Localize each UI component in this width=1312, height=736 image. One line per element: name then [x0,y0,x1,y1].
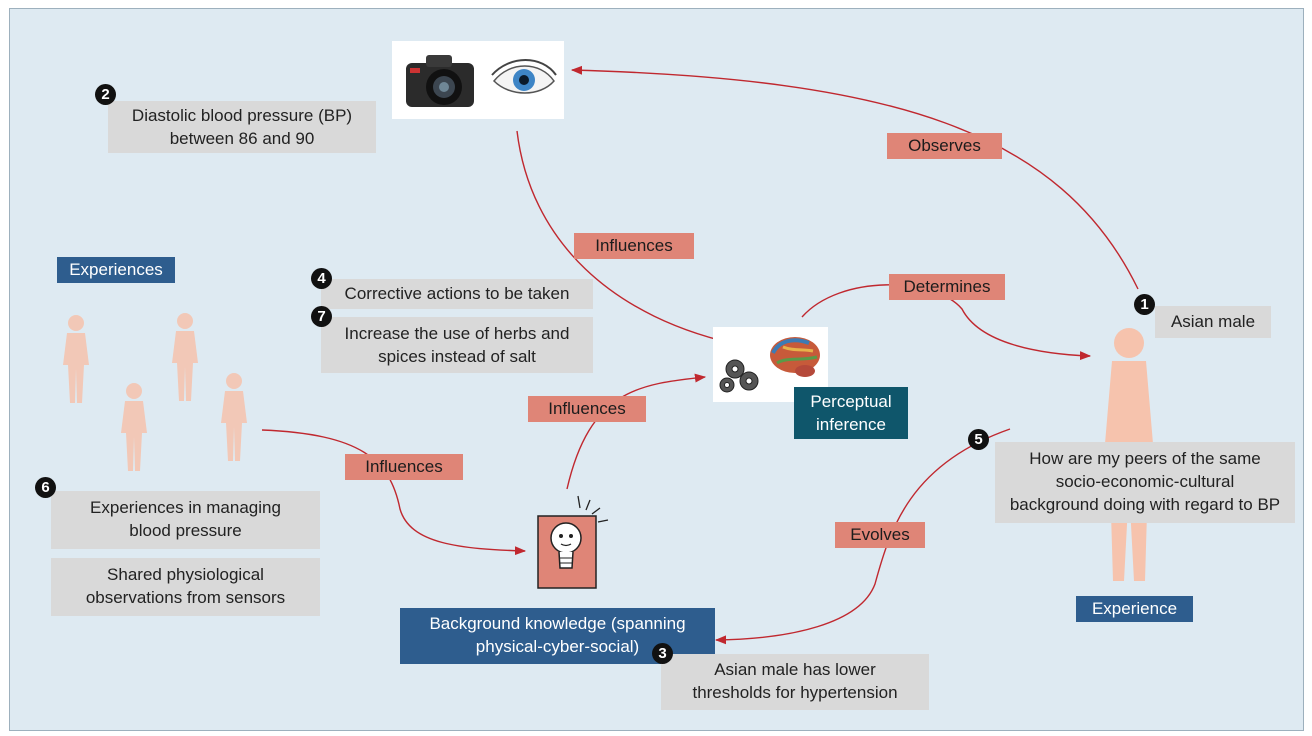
edge-label-influences-mid: Influences [528,396,646,422]
annotation-thresholds-line-2: thresholds for hypertension [692,683,898,702]
annotation-peers-line-2: socio-economic-cultural [1055,472,1235,491]
arrow-influences-top [516,130,747,349]
edge-label-influences-left: Influences [345,454,463,480]
edge-label-evolves: Evolves [835,522,925,548]
arrow-layer [261,65,1139,645]
background-knowledge-line-1: Background knowledge (spanning [429,614,686,633]
annotation-herbs-line-2: spices instead of salt [378,347,536,366]
edge-label-determines: Determines [889,274,1005,300]
peer-person-icon-1 [63,315,89,403]
background-knowledge-label: Background knowledge (spanning physical-… [400,608,715,664]
arrow-influences-left [261,429,527,556]
edge-label-observes: Observes [887,133,1002,159]
annotation-herbs-spices: Increase the use of herbs and spices ins… [321,317,593,373]
experience-label: Experience [1076,596,1193,622]
peer-person-icon-3 [121,383,147,471]
annotation-lower-thresholds: Asian male has lower thresholds for hype… [661,654,929,710]
observation-picture [392,41,564,119]
perceptual-inference-line-2: inference [816,415,886,434]
diagram-canvas: Observes Influences Determines Influence… [9,8,1304,731]
annotation-shared-line-1: Shared physiological [107,565,264,584]
number-badge-4: 4 [311,268,332,289]
arrow-determines [801,284,1092,361]
annotation-herbs-line-1: Increase the use of herbs and [344,324,570,343]
number-badge-5: 5 [968,429,989,450]
number-badge-7: 7 [311,306,332,327]
background-knowledge-line-2: physical-cyber-social) [475,637,640,656]
perceptual-inference-label: Perceptual inference [794,387,908,439]
peer-person-icon-4 [221,373,247,461]
annotation-corrective-actions: Corrective actions to be taken [321,279,593,309]
number-badge-6: 6 [35,477,56,498]
number-badge-1: 1 [1134,294,1155,315]
annotation-asian-male-text: Asian male [1170,312,1256,331]
peer-person-icon-2 [172,313,198,401]
edge-label-influences-top: Influences [574,233,694,259]
lightbulb-icon [537,495,609,589]
annotation-asian-male: Asian male [1155,306,1271,338]
experiences-label: Experiences [57,257,175,283]
eye-icon [491,59,557,94]
annotation-thresholds-line-1: Asian male has lower [714,660,876,679]
annotation-diastolic-line-1: Diastolic blood pressure (BP) [131,106,353,125]
gears-icon [719,359,759,393]
number-badge-3: 3 [652,643,673,664]
annotation-diastolic-line-2: between 86 and 90 [169,129,315,148]
annotation-managing-line-1: Experiences in managing [90,498,281,517]
annotation-managing-bp: Experiences in managing blood pressure [51,491,320,549]
lightbulb-picture [520,494,620,594]
annotation-peers-line-3: background doing with regard to BP [1009,495,1281,514]
number-badge-2: 2 [95,84,116,105]
perceptual-inference-line-1: Perceptual [810,392,892,411]
arrow-observes [570,65,1139,290]
arrow-evolves [714,428,1011,645]
brain-icon [770,337,820,377]
annotation-peers-question: How are my peers of the same socio-econo… [995,442,1295,523]
annotation-shared-observations: Shared physiological observations from s… [51,558,320,616]
annotation-corrective-text: Corrective actions to be taken [344,284,570,303]
annotation-peers-line-1: How are my peers of the same [1029,449,1261,468]
annotation-shared-line-2: observations from sensors [85,588,286,607]
camera-icon [406,55,474,107]
annotation-managing-line-2: blood pressure [129,521,242,540]
annotation-diastolic-bp: Diastolic blood pressure (BP) between 86… [108,101,376,153]
